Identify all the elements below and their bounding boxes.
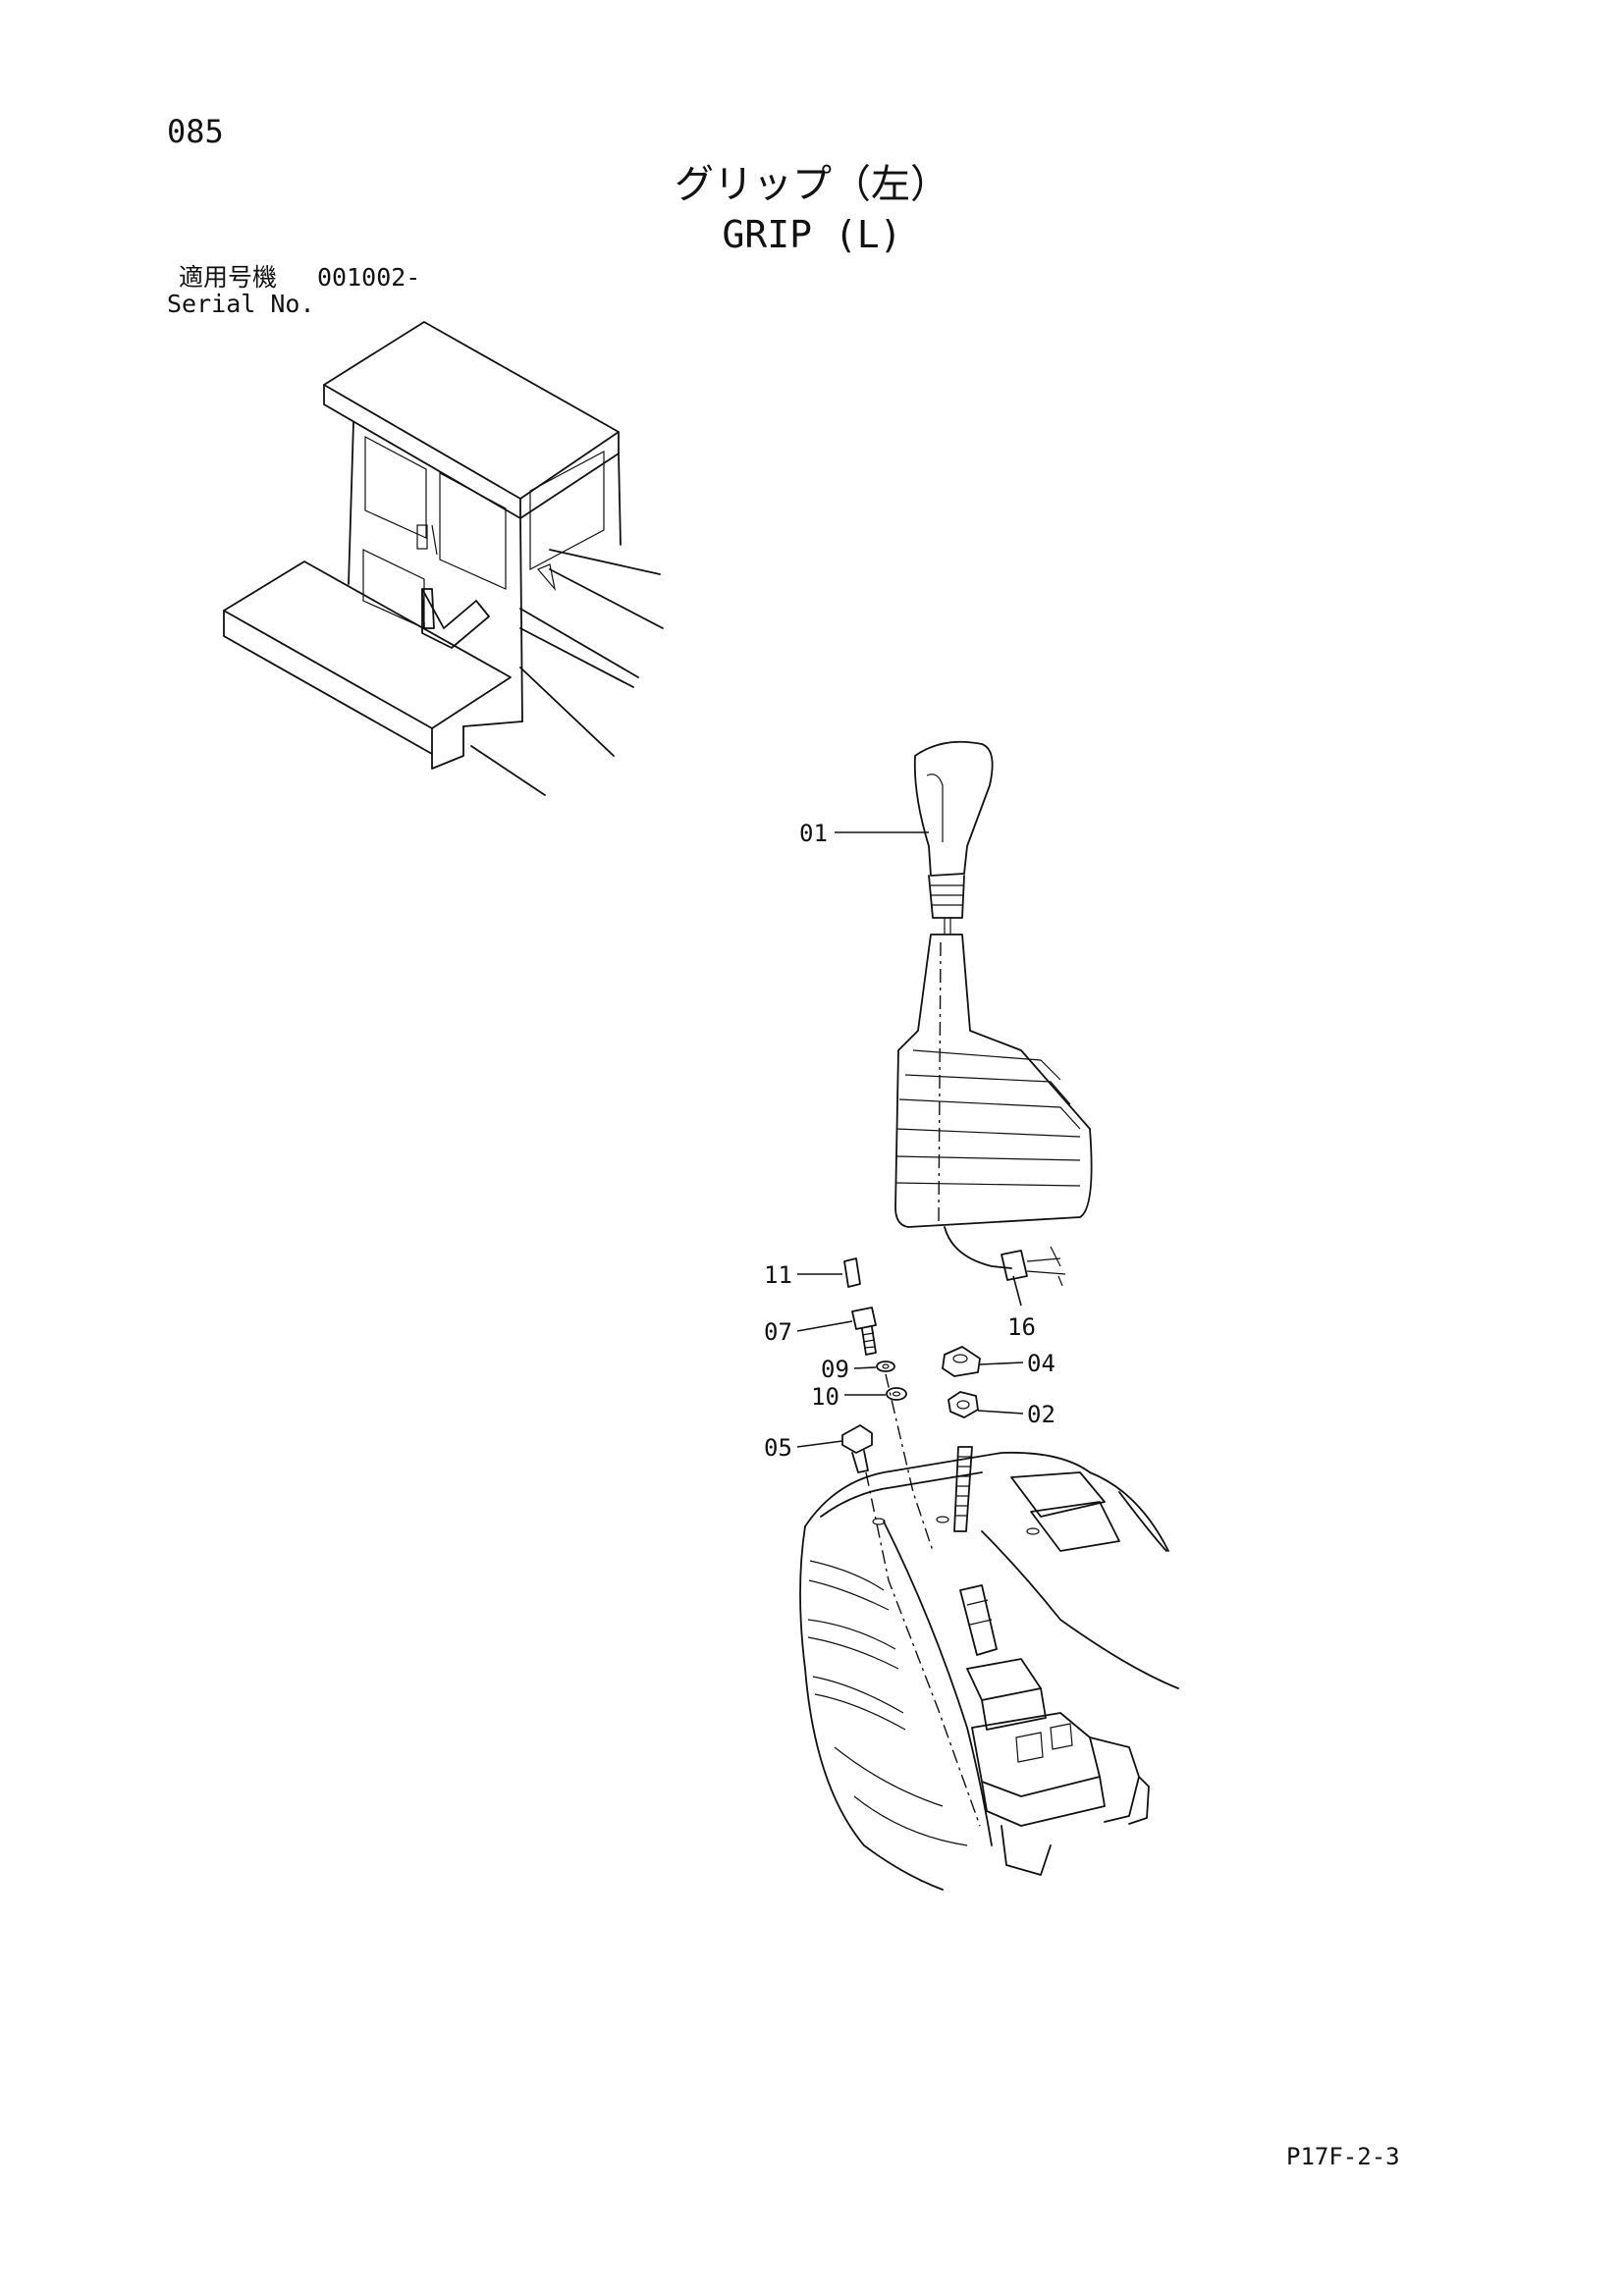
leader-lines <box>796 831 1024 1448</box>
lever-boot <box>894 934 1093 1287</box>
callout-11: 11 <box>764 1261 792 1289</box>
title-english: GRIP (L) <box>722 213 902 256</box>
title-japanese: グリップ（左） <box>675 162 949 207</box>
callout-04: 04 <box>1027 1350 1056 1377</box>
small-hardware-parts <box>841 1257 981 1827</box>
callout-02: 02 <box>1027 1401 1056 1428</box>
callout-16: 16 <box>1007 1313 1036 1341</box>
pilot-valve-body <box>959 1584 1150 1876</box>
callout-10: 10 <box>811 1383 839 1411</box>
drawing-code: P17F-2-3 <box>1286 2143 1400 2170</box>
serial-label-english: Serial No. <box>167 290 315 318</box>
callout-09: 09 <box>821 1356 849 1383</box>
cab-locator-illustration <box>223 321 664 796</box>
callout-05: 05 <box>764 1434 792 1462</box>
callout-01: 01 <box>799 820 828 847</box>
callout-labels: 01 16 11 07 09 10 05 04 02 <box>764 820 1056 1462</box>
console-housing <box>799 1451 1179 1891</box>
grip-knob <box>913 740 994 934</box>
serial-label-japanese: 適用号機 <box>179 263 278 292</box>
page-number: 085 <box>167 113 224 150</box>
callout-07: 07 <box>764 1318 792 1346</box>
serial-number-value: 001002- <box>317 263 421 292</box>
